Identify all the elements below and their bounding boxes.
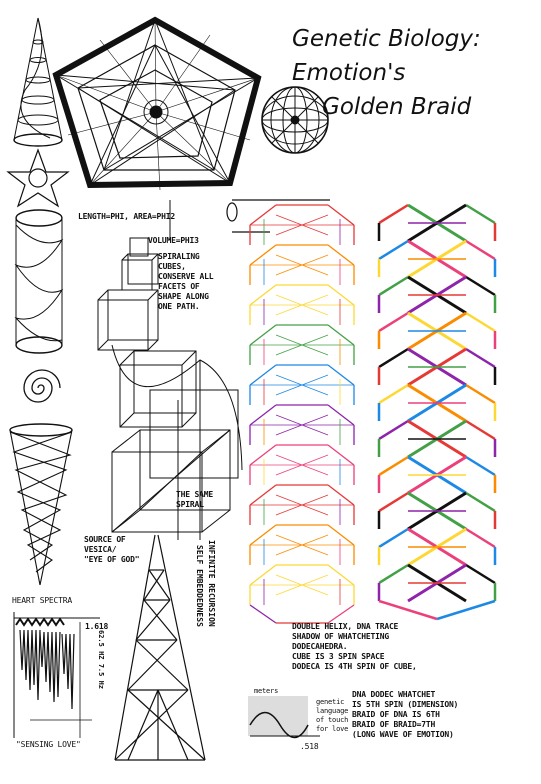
- star-figure: [8, 150, 68, 206]
- braid-left-edge: [328, 205, 354, 225]
- braid-right-edge: [379, 313, 408, 331]
- label-self-embedding: SELF EMBEDDEDNESS: [195, 545, 204, 627]
- braid-left-edge: [328, 405, 354, 425]
- braid-left-edge: [328, 525, 354, 545]
- braid-left-edge: [328, 245, 354, 265]
- braid-right-edge: [466, 493, 495, 511]
- label-sensing-love: "SENSING LOVE": [16, 740, 81, 750]
- title-line-3: Golden Braid: [292, 90, 537, 124]
- braid-right-edge: [466, 241, 495, 259]
- braid-right-edge: [379, 241, 408, 259]
- spiraling-cubes: [98, 200, 242, 540]
- label-hz-values: 62.5 HZ 7.5 Hz: [97, 630, 105, 689]
- label-genetic-language: genetic language of touch for love: [316, 698, 348, 734]
- pentagon-figure: [56, 20, 258, 190]
- braid-left-edge: [328, 605, 354, 623]
- braid-left-edge: [250, 365, 276, 385]
- spiral-cylinder: [16, 210, 62, 353]
- braid-right-edge: [379, 349, 408, 367]
- braid-right-edge: [466, 529, 495, 547]
- braid-right-edge: [379, 529, 408, 547]
- braid-right-edge: [379, 385, 408, 403]
- label-volume-phi: VOLUME=PHI3: [148, 236, 199, 246]
- braid-left-edge: [328, 485, 354, 505]
- braid-right-edge: [379, 493, 408, 511]
- label-vesica: SOURCE OF VESICA/ "EYE OF GOD": [84, 535, 139, 565]
- spiral-cone: [14, 18, 62, 146]
- label-meters: meters: [254, 686, 278, 696]
- braid-left-edge: [250, 445, 276, 465]
- braid-right-edge: [379, 277, 408, 295]
- braid-right-edge: [466, 205, 495, 223]
- braid-right-edge: [466, 313, 495, 331]
- braid-right-edge: [466, 565, 495, 583]
- rainbow-dodecahedra-stack: [250, 205, 354, 623]
- label-length-phi: LENGTH=PHI, AREA=PHI2: [78, 212, 175, 222]
- braid-left-edge: [250, 565, 276, 585]
- braid-right-edge: [379, 457, 408, 475]
- braid-right-edge: [379, 205, 408, 223]
- braid-right-edge: [466, 277, 495, 295]
- braid-left-edge: [250, 605, 276, 623]
- braid-left-edge: [328, 565, 354, 585]
- title-line-1: Genetic Biology:: [292, 22, 537, 56]
- braid-left-edge: [250, 325, 276, 345]
- label-cm-value: .518: [300, 742, 318, 752]
- dna-braid-figure: [379, 205, 495, 619]
- braid-right-edge: [379, 565, 408, 583]
- golden-spiral: [24, 370, 60, 402]
- recursive-triangle-tower: [115, 535, 205, 760]
- braid-left-edge: [328, 445, 354, 465]
- braid-left-edge: [250, 285, 276, 305]
- braid-right-edge: [466, 457, 495, 475]
- braid-left-edge: [250, 485, 276, 505]
- label-spiraling-cubes: SPIRALING CUBES, CONSERVE ALL FACETS OF …: [158, 252, 213, 312]
- braid-left-edge: [328, 325, 354, 345]
- braid-right-edge: [466, 421, 495, 439]
- genetic-language-chart: [248, 696, 320, 738]
- braid-left-edge: [250, 205, 276, 225]
- braid-left-edge: [250, 405, 276, 425]
- braid-right-edge: [466, 385, 495, 403]
- label-dna-dodec: DNA DODEC WHATCHET IS 5TH SPIN (DIMENSIO…: [352, 690, 458, 740]
- braid-right-edge: [379, 421, 408, 439]
- label-infinite-recursion: INFINITE RECURSION: [207, 540, 216, 627]
- label-heart-spectra: HEART SPECTRA: [12, 596, 72, 606]
- braid-left-edge: [250, 245, 276, 265]
- braid-left-edge: [328, 365, 354, 385]
- braid-right-edge: [379, 601, 437, 619]
- braid-right-edge: [437, 601, 495, 619]
- braid-left-edge: [328, 285, 354, 305]
- label-double-helix: DOUBLE HELIX, DNA TRACE SHADOW OF WHATCH…: [292, 622, 417, 672]
- braid-left-edge: [250, 525, 276, 545]
- title-line-2: Emotion's: [292, 56, 537, 90]
- helix-cone: [10, 424, 72, 585]
- label-same-spiral: THE SAME SPIRAL: [176, 490, 213, 510]
- braid-right-edge: [466, 349, 495, 367]
- diagram-title: Genetic Biology: Emotion's Golden Braid: [292, 22, 537, 124]
